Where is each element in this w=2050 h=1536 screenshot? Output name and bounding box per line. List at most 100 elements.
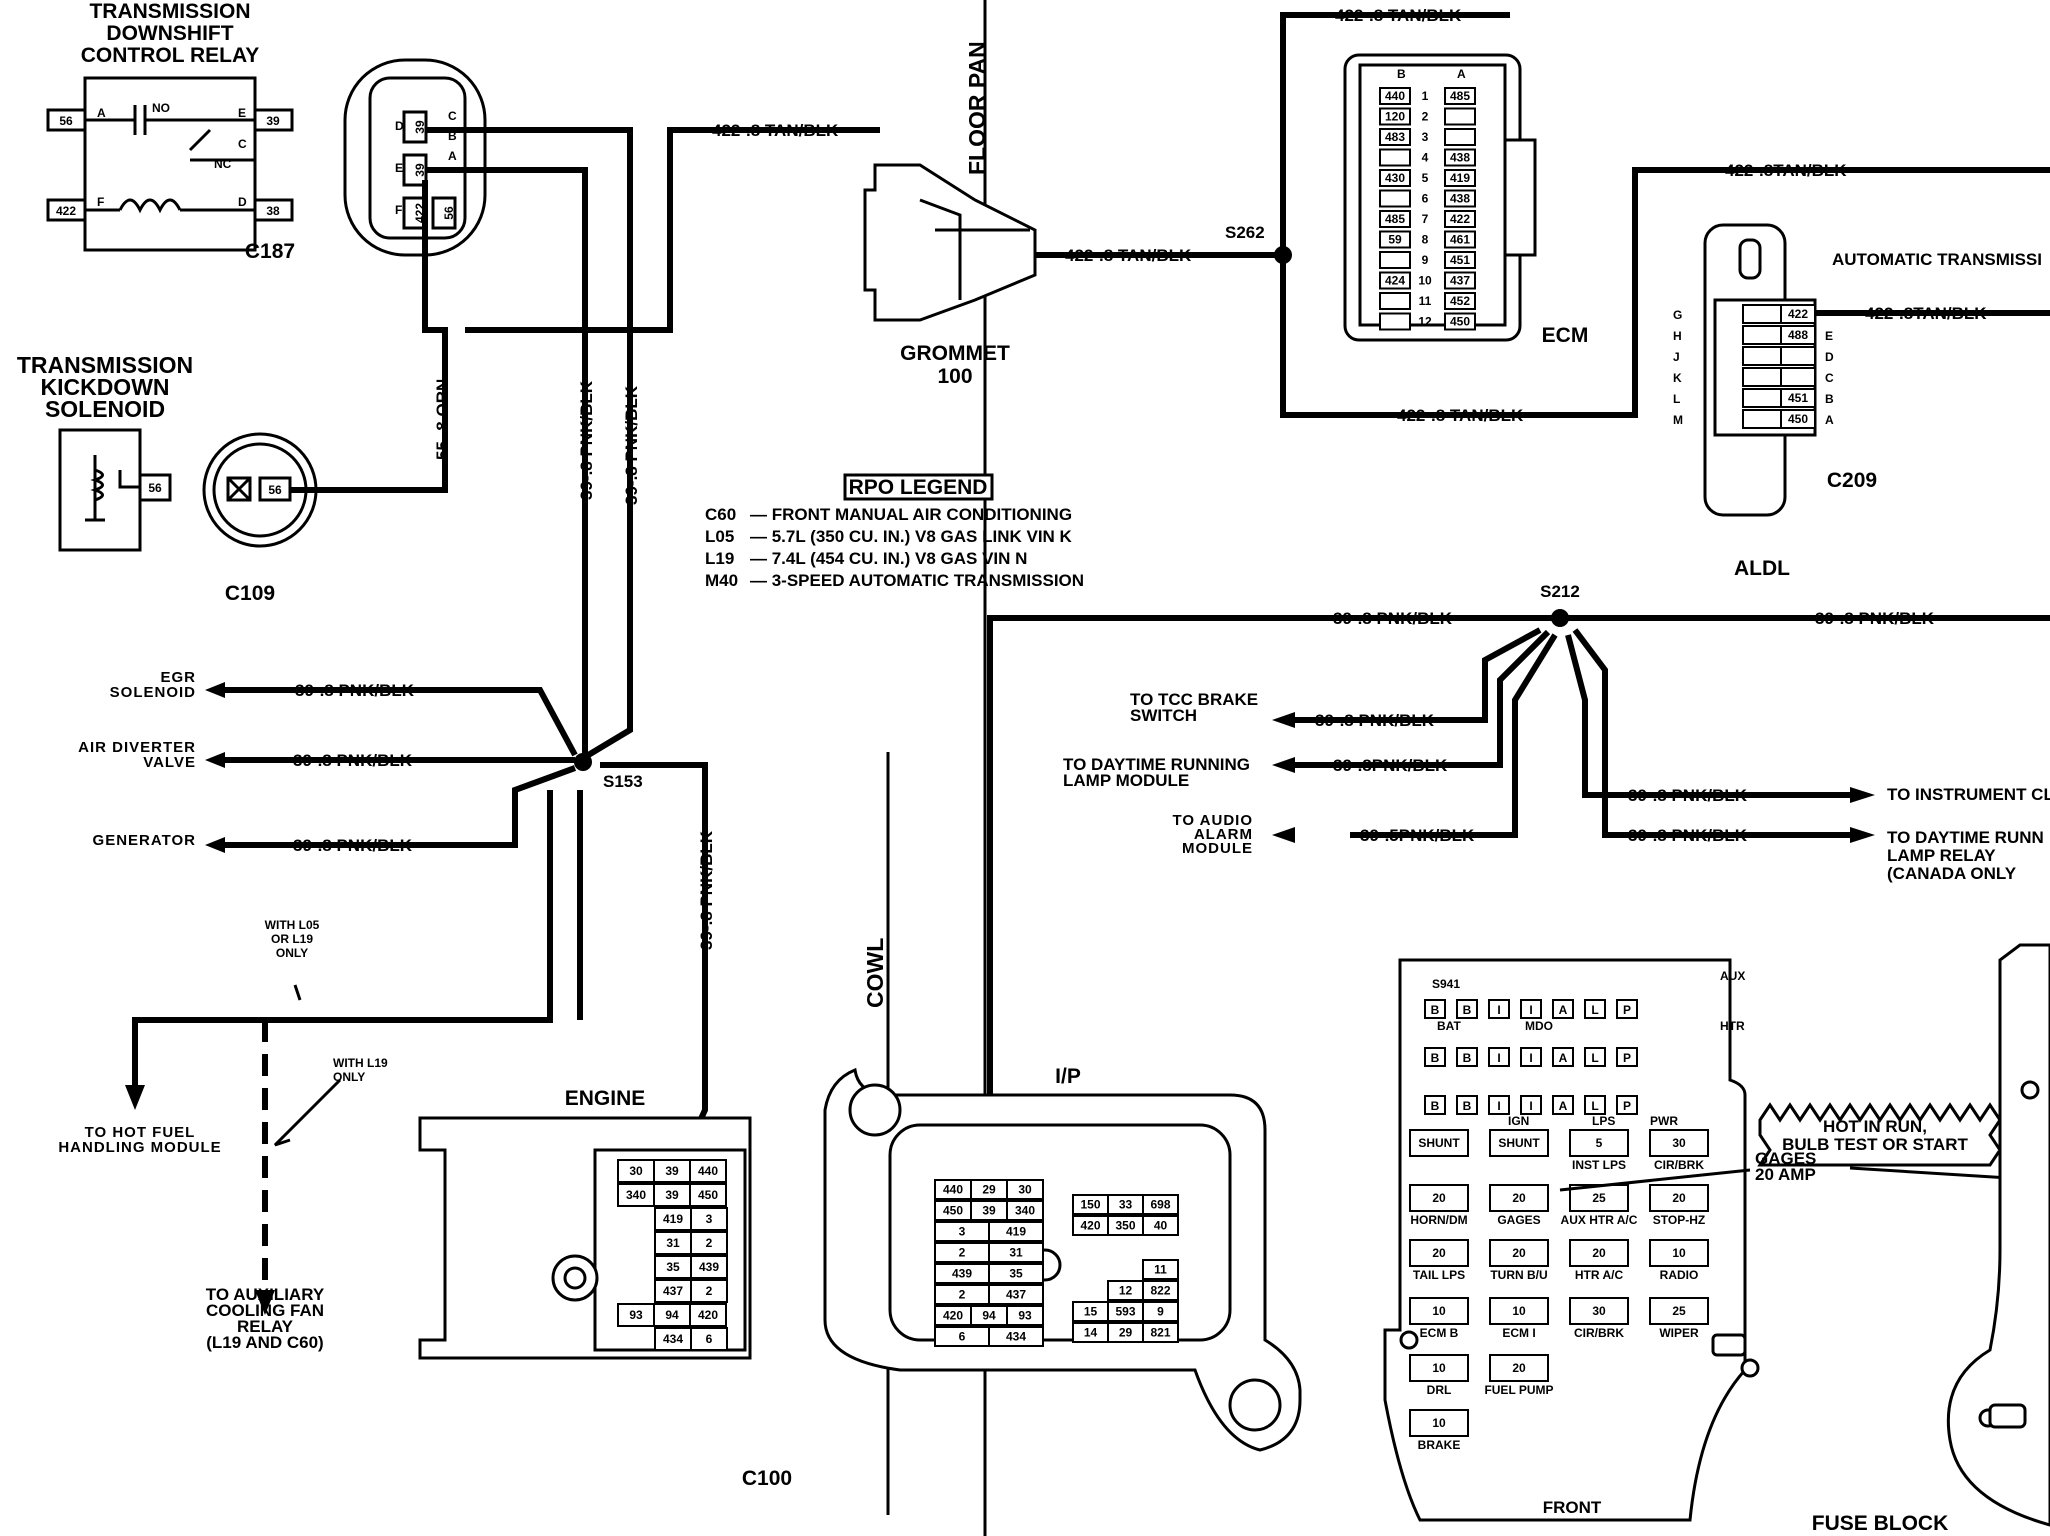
engine-cell bbox=[690, 1255, 728, 1279]
wire-audio bbox=[1350, 633, 1558, 838]
ecm-pin-b-label: 483 bbox=[1385, 130, 1405, 144]
fuse-rating: 20 bbox=[1592, 1246, 1606, 1260]
fuse bbox=[1649, 1184, 1709, 1212]
ecm-pin-b-label: 59 bbox=[1388, 233, 1402, 247]
engine-cell bbox=[689, 1183, 727, 1207]
aldl-pin-blank bbox=[1742, 346, 1782, 366]
fuse-clip-label: A bbox=[1559, 1003, 1568, 1017]
gages-label-2: 20 AMP bbox=[1755, 1165, 1816, 1184]
relay-letter-c: C bbox=[238, 137, 247, 151]
relay-title-3: CONTROL RELAY bbox=[81, 44, 260, 67]
c209-label: C209 bbox=[1827, 469, 1877, 492]
aldl-letter-right: B bbox=[1825, 392, 1834, 406]
downshift-relay: TRANSMISSION DOWNSHIFT CONTROL RELAY 56 … bbox=[46, 0, 295, 263]
ecm-pin-b bbox=[1379, 107, 1411, 126]
aldl-letter-right: A bbox=[1825, 413, 1834, 427]
ecm-pin-b bbox=[1379, 292, 1411, 310]
fuse-clip-label: L bbox=[1591, 1003, 1598, 1017]
kickdown-solenoid: TRANSMISSION KICKDOWN SOLENOID 56 56 C10… bbox=[17, 352, 318, 605]
fuse bbox=[1569, 1129, 1629, 1157]
aldl-letter-left: K bbox=[1673, 371, 1682, 385]
aldl-pin bbox=[1780, 409, 1816, 429]
aldl-pin-blank bbox=[1742, 304, 1782, 324]
wire-422-bottom-label: 422-.8 TAN/BLK bbox=[1397, 406, 1524, 425]
fuse-rating: 25 bbox=[1672, 1304, 1686, 1318]
ip-rtop-cell-label: 420 bbox=[1080, 1219, 1100, 1233]
aldl-letter-right: E bbox=[1825, 329, 1833, 343]
fuse-clip bbox=[1488, 999, 1510, 1019]
floor-pan-label: FLOOR PAN bbox=[964, 41, 990, 175]
wire-422-right-label: 422-.8TAN/BLK bbox=[1725, 161, 1847, 180]
fuse bbox=[1409, 1239, 1469, 1267]
fuse-circuit: RADIO bbox=[1660, 1268, 1699, 1282]
ip-left-cell-label: 2 bbox=[959, 1246, 966, 1260]
fuse-clip bbox=[1552, 1095, 1574, 1115]
ecm-pin-a bbox=[1444, 271, 1476, 290]
fuse-circuit: DRL bbox=[1427, 1383, 1452, 1397]
relay-letter-f: F bbox=[97, 195, 104, 209]
fuse-tag-mdo: MDO bbox=[1525, 1019, 1553, 1033]
fuse-clip-label: I bbox=[1497, 1051, 1500, 1065]
fuse-clip-label: B bbox=[1463, 1099, 1472, 1113]
legend-title-box bbox=[843, 473, 994, 501]
ecm-pin-a bbox=[1444, 292, 1476, 310]
engine-cell-label: 420 bbox=[698, 1308, 718, 1322]
c187-letter-a: A bbox=[448, 149, 457, 163]
ecm-pin-b-label: 440 bbox=[1385, 89, 1405, 103]
generator-label: GENERATOR bbox=[93, 832, 196, 849]
wire-gen-label: 39-.8 PNK/BLK bbox=[293, 836, 413, 855]
fuse-clip-label: B bbox=[1431, 1051, 1440, 1065]
fuse-rating: 10 bbox=[1432, 1416, 1446, 1430]
aldl-pin-blank bbox=[1742, 409, 1782, 429]
audio-label-2: ALARM bbox=[1194, 826, 1253, 843]
ip-rbot-cell-label: 15 bbox=[1084, 1305, 1098, 1319]
wire-39-s212 bbox=[987, 615, 2050, 1190]
ecm-pin-a-label: 461 bbox=[1450, 233, 1470, 247]
audio-label-3: MODULE bbox=[1182, 840, 1253, 857]
egr-label-1: EGR bbox=[160, 669, 196, 686]
fuse-rating: 10 bbox=[1432, 1304, 1446, 1318]
fuse-circuit: TAIL LPS bbox=[1413, 1268, 1465, 1282]
aldl-pin bbox=[1780, 325, 1816, 345]
wire-c100-label: 39-.8 PNK/BLK bbox=[697, 830, 716, 950]
ip-bolt-2 bbox=[1228, 1378, 1282, 1432]
fuse-clip-label: A bbox=[1559, 1051, 1568, 1065]
fuse bbox=[1489, 1239, 1549, 1267]
ip-left-cell bbox=[988, 1242, 1044, 1263]
c187-letter-f: F bbox=[395, 203, 402, 217]
wire-air-label: 39-.8 PNK/BLK bbox=[293, 751, 413, 770]
fuse bbox=[1489, 1129, 1549, 1157]
ecm-pin-b bbox=[1379, 271, 1411, 290]
engine-cell-label: 419 bbox=[663, 1212, 683, 1226]
cowl-label: COWL bbox=[862, 938, 888, 1008]
aldl-letter-left: J bbox=[1673, 350, 1680, 364]
fuse-clip-label: A bbox=[1559, 1099, 1568, 1113]
fuse-circuit: BRAKE bbox=[1418, 1438, 1461, 1452]
dashed-arrows bbox=[125, 1085, 275, 1315]
fuse-circuit: FUEL PUMP bbox=[1484, 1383, 1553, 1397]
fuse bbox=[1569, 1297, 1629, 1325]
fuse-clip bbox=[1424, 1095, 1446, 1115]
aldl-pin-label: 450 bbox=[1788, 412, 1808, 426]
ip-rbot-cell-label: 11 bbox=[1154, 1263, 1167, 1277]
ecm-pin-b bbox=[1379, 128, 1411, 146]
fuse bbox=[1489, 1354, 1549, 1382]
fuse-block-label: FUSE BLOCK bbox=[1812, 1512, 1949, 1535]
aux-fan-1: TO AUXILIARY bbox=[206, 1285, 325, 1304]
fuse-clip bbox=[1552, 1047, 1574, 1067]
ecm-pin-b bbox=[1379, 251, 1411, 269]
ip-left-cell-label: 437 bbox=[1006, 1288, 1026, 1302]
c187-connector: 39 39 422 56 D E F C B A bbox=[343, 58, 487, 257]
legend-desc-l19: — 7.4L (454 CU. IN.) V8 GAS VIN N bbox=[750, 549, 1027, 568]
egr-label-2: SOLENOID bbox=[110, 684, 196, 701]
ecm-pin-b bbox=[1379, 87, 1411, 105]
ip-rbot-cell-label: 14 bbox=[1084, 1326, 1098, 1340]
fuse-rating: 30 bbox=[1592, 1304, 1606, 1318]
ip-left-cell-label: 450 bbox=[943, 1204, 963, 1218]
